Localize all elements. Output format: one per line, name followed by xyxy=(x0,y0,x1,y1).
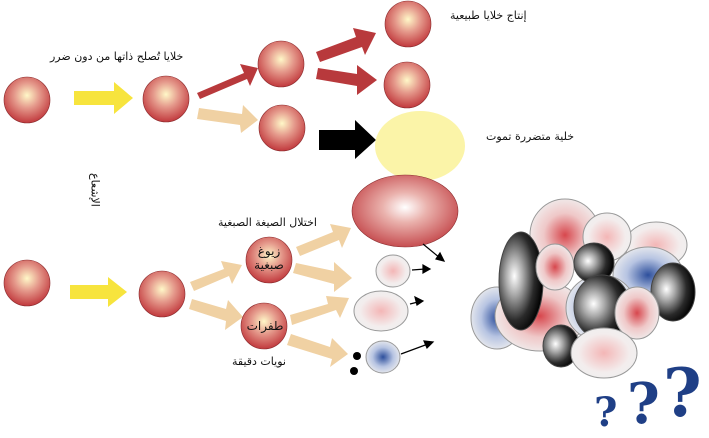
tan-arrow xyxy=(296,224,351,256)
large-abnormal-cell xyxy=(351,174,459,248)
normal-cell xyxy=(384,0,432,48)
micronucleus-dot xyxy=(350,367,358,375)
tan-arrow xyxy=(197,105,258,133)
chromosomal-disorder-label: اختلال الصيغة الصبغية xyxy=(218,216,317,229)
top-stage-3-cell-upper xyxy=(257,40,305,88)
pointer-arrows xyxy=(400,243,446,355)
question-mark: ? xyxy=(663,354,702,432)
tan-arrow xyxy=(189,299,243,330)
yellow-arrow xyxy=(74,82,133,114)
mutations-label: طفرات xyxy=(246,319,284,333)
red-arrow xyxy=(197,64,258,99)
tan-arrow xyxy=(293,262,352,292)
self-repair-label: خلايا تُصلح ذاتها من دون ضرر xyxy=(50,50,184,63)
red-arrow xyxy=(316,65,377,95)
damaged-cell-label: خلية متضررة تموت xyxy=(486,130,575,143)
bottom-stage-2-cell xyxy=(138,270,186,318)
micronucleus-dot xyxy=(353,352,361,360)
tan-arrow xyxy=(290,296,349,325)
micronuclei-label: نويات دقيقة xyxy=(232,355,286,368)
top-stage-1-cell xyxy=(3,76,51,124)
tan-arrow xyxy=(190,261,242,291)
pale-cell xyxy=(353,290,409,332)
dead-cell xyxy=(375,111,465,181)
top-stage-2-cell xyxy=(142,75,190,123)
chromosomal-aberrations-label: زيوغ صبغية xyxy=(254,244,284,273)
mutations-cell xyxy=(240,302,288,350)
blue-cell xyxy=(365,340,401,374)
tan-arrow xyxy=(287,334,348,367)
normal-cells-label: إنتاج خلايا طبيعية xyxy=(450,9,527,22)
tumor-cluster xyxy=(470,198,696,379)
bottom-stage-1-cell xyxy=(3,259,51,307)
radiation-label: الإشعاع xyxy=(88,173,102,207)
top-stage-3-cell-lower xyxy=(258,104,306,152)
chromosomal-aberrations-cell xyxy=(245,236,293,284)
yellow-arrow xyxy=(70,277,127,307)
red-arrow xyxy=(316,28,376,62)
question-mark: ? xyxy=(594,389,618,436)
small-pale-cell xyxy=(375,254,411,288)
question-mark: ? xyxy=(627,371,660,437)
normal-cell xyxy=(383,61,431,109)
black-arrow xyxy=(319,120,376,159)
